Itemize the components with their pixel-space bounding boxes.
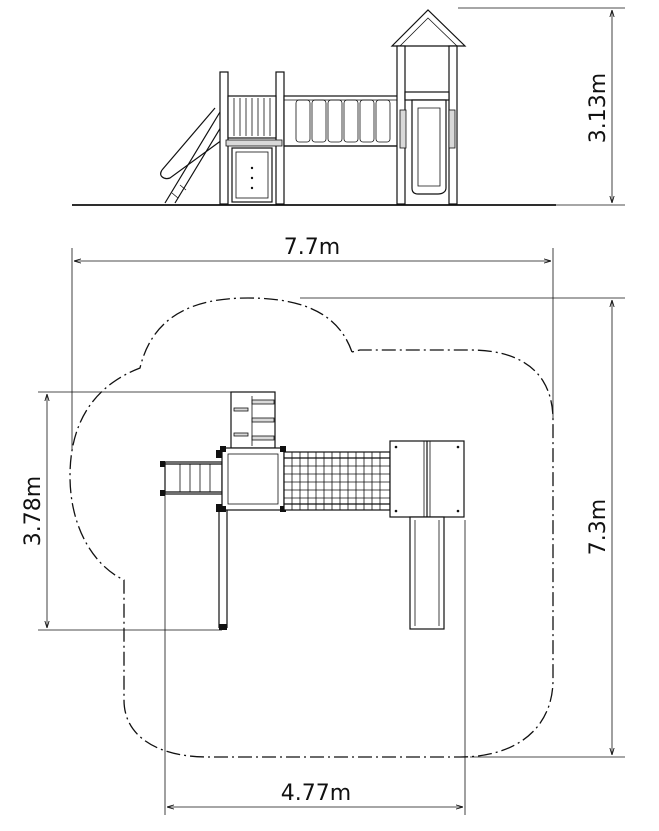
plan-left-deck [220, 446, 286, 512]
plan-net-bridge [283, 451, 391, 511]
overall-width-label: 7.7m [284, 235, 340, 260]
structure-depth-dimension: 3.78m [21, 391, 245, 631]
structure-width-label: 4.77m [281, 781, 351, 806]
plan-climbing-wall [230, 391, 276, 449]
safety-zone-outline [69, 297, 554, 758]
elevation-view: 3.13m [72, 7, 625, 206]
overall-width-dimension: 7.7m [71, 235, 554, 450]
plan-view: 7.7m 7.3m 3.78m 4.77m [21, 235, 625, 815]
elevation-left-tower [219, 71, 285, 205]
height-dimension: 3.13m [458, 7, 625, 206]
plan-side-ladder [160, 450, 223, 512]
elevation-slide-left [160, 107, 225, 204]
overall-depth-dimension: 7.3m [300, 297, 625, 758]
elevation-bridge [283, 95, 399, 147]
plan-right-tower-roof [389, 440, 465, 518]
elevation-right-tower [390, 9, 467, 205]
structure-width-dimension: 4.77m [164, 492, 466, 815]
structure-depth-label: 3.78m [21, 476, 46, 546]
height-label: 3.13m [586, 73, 611, 143]
plan-left-slide [218, 510, 228, 630]
plan-right-slide [409, 516, 445, 630]
overall-depth-label: 7.3m [586, 499, 611, 555]
